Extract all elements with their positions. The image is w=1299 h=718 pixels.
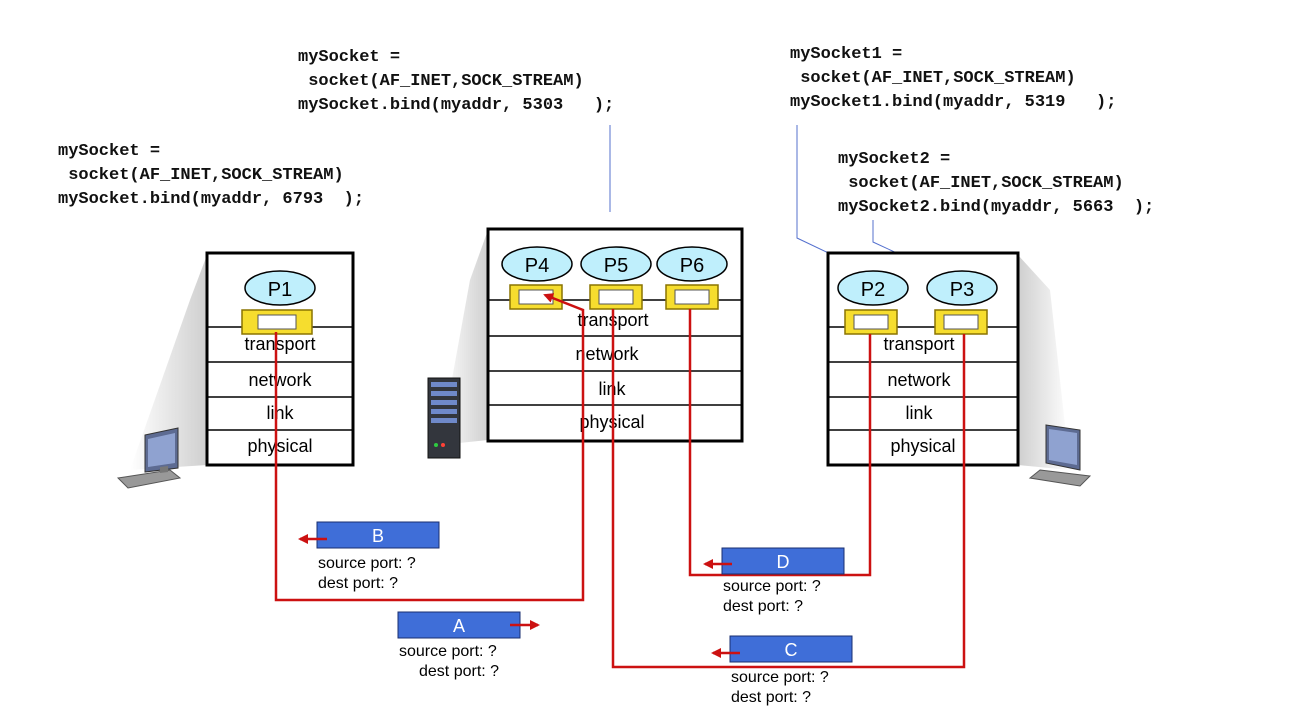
process-label: P5 [604,255,628,277]
segment-source-port: source port: ? [723,578,821,595]
segment-dest-port: dest port: ? [419,663,499,680]
segment-dest-port: dest port: ? [318,575,398,592]
path-segment-c [611,309,966,669]
segment-label: D [777,552,790,572]
segment-label: A [453,616,465,636]
code-line: mySocket = [298,48,401,67]
segment-a: A source port: ? dest port: ? [397,611,540,680]
code-line: mySocket.bind(myaddr, 5303 ); [298,96,615,115]
code-block-right1: mySocket1 = socket(AF_INET,SOCK_STREAM) … [790,43,1116,115]
process-label: P4 [525,255,549,277]
layer-label: transport [244,334,315,354]
code-line: socket(AF_INET,SOCK_STREAM) [58,166,344,185]
process-p1 [244,270,316,306]
process-p6 [656,246,728,282]
layer-label: physical [890,436,955,456]
process-label: P2 [861,279,885,301]
path-segment-d [688,309,872,577]
segment-dest-port: dest port: ? [723,598,803,615]
code-line: socket(AF_INET,SOCK_STREAM) [298,72,584,91]
process-label: P3 [950,279,974,301]
code-block-center: mySocket = socket(AF_INET,SOCK_STREAM) m… [298,46,614,118]
code-line: mySocket1.bind(myaddr, 5319 ); [790,93,1117,112]
segment-source-port: source port: ? [318,555,416,572]
path-segment-a [274,293,585,602]
segment-dest-port: dest port: ? [731,689,811,706]
code-line: socket(AF_INET,SOCK_STREAM) [838,174,1124,193]
process-p4 [501,246,573,282]
segment-label: C [785,640,798,660]
left-host-shadow [130,255,207,470]
layer-label: physical [247,436,312,456]
code-line: socket(AF_INET,SOCK_STREAM) [790,69,1076,88]
layer-label: network [575,344,639,364]
layer-label: link [266,403,294,423]
connector-p2-code [796,125,861,269]
layer-label: network [248,370,312,390]
code-line: mySocket1 = [790,45,903,64]
process-label: P1 [268,279,292,301]
server-tower-icon [427,377,461,459]
process-p5 [580,246,652,282]
layer-label: transport [883,334,954,354]
code-line: mySocket2.bind(myaddr, 5663 ); [838,198,1155,217]
desktop-computer-icon [1028,424,1092,487]
code-line: mySocket2 = [838,150,951,169]
layer-label: link [905,403,933,423]
process-p2 [837,270,909,306]
segment-d: D source port: ? dest port: ? [703,547,845,615]
right-host-stack: P2 P3 transport network link physical [826,251,1020,467]
segment-source-port: source port: ? [731,669,829,686]
process-label: P6 [680,255,704,277]
code-block-left: mySocket = socket(AF_INET,SOCK_STREAM) m… [58,140,364,212]
code-line: mySocket.bind(myaddr, 6793 ); [58,190,365,209]
process-p3 [926,270,998,306]
segment-b: B source port: ? dest port: ? [298,521,440,592]
desktop-computer-icon [116,427,182,489]
segment-source-port: source port: ? [399,643,497,660]
segment-label: B [372,526,384,546]
segment-c: C source port: ? dest port: ? [711,635,853,706]
server-stack: P4 P5 P6 transport network link physical [486,227,744,443]
layer-label: network [887,370,951,390]
right-host-shadow [1018,255,1070,470]
code-block-right2: mySocket2 = socket(AF_INET,SOCK_STREAM) … [838,148,1154,220]
left-host-stack: P1 transport network link physical [205,251,355,467]
code-line: mySocket = [58,142,161,161]
